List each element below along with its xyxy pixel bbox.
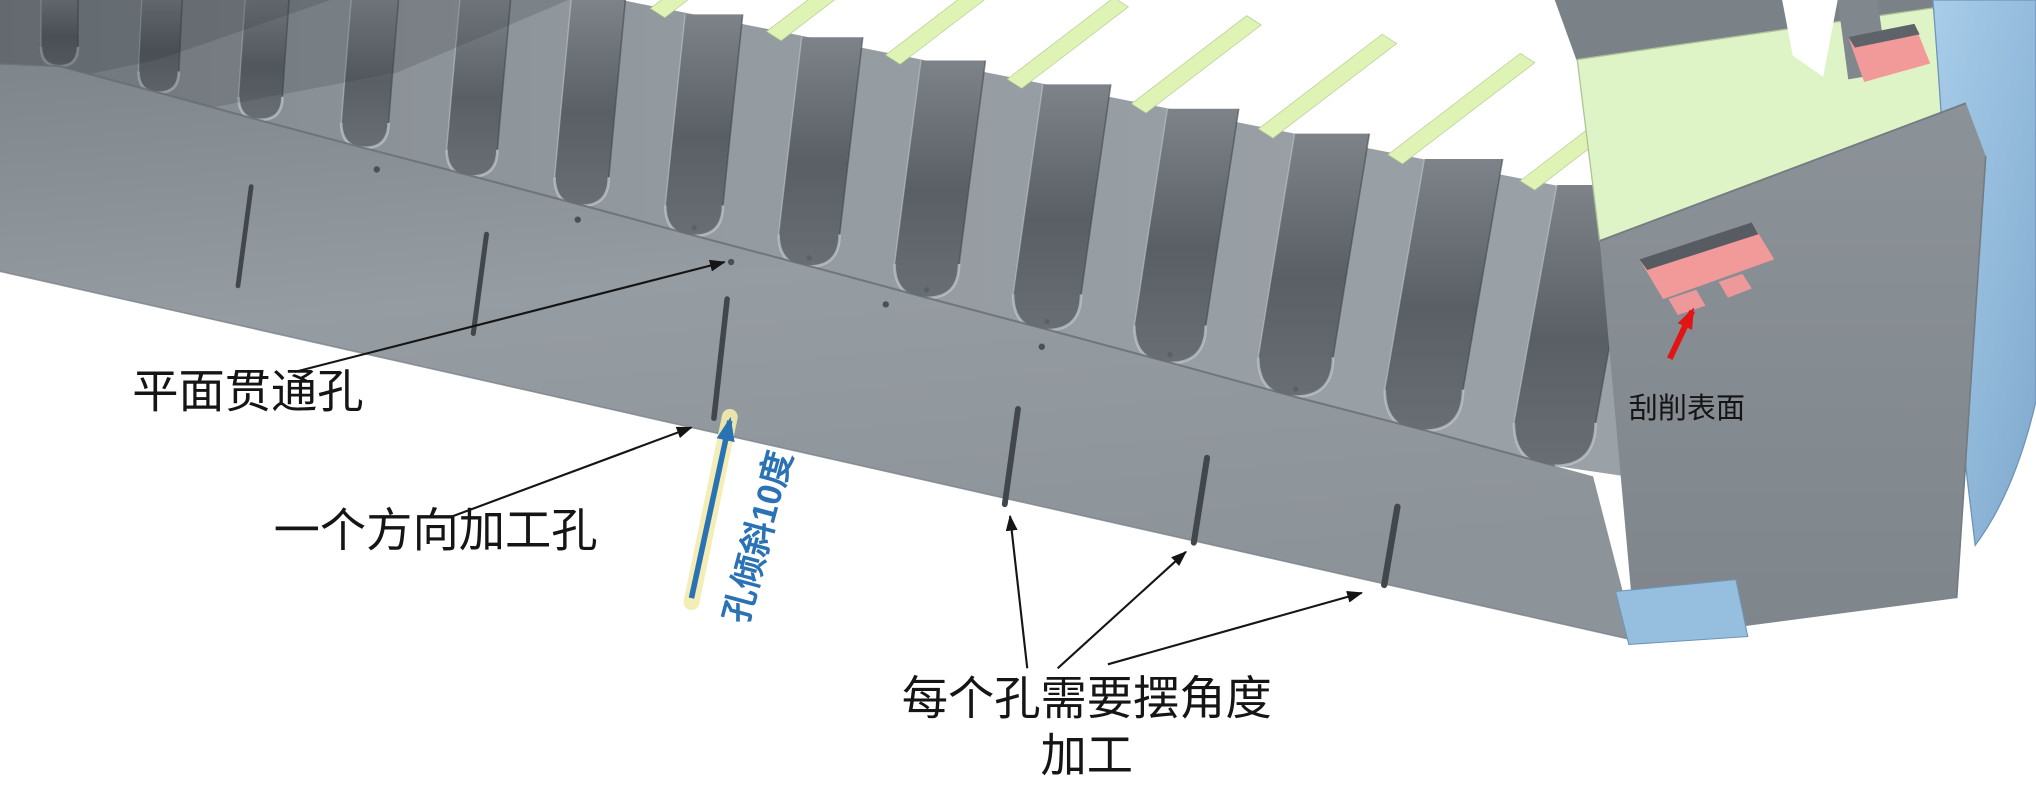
groove-right-shadow [1204,108,1240,326]
scraped-surface-patch [1639,222,1775,300]
face-hole-dot [882,301,889,308]
scraped-surface-cap [1639,222,1759,270]
leader-swing-3 [1107,591,1364,666]
bottom-blue-patch [1614,579,1749,646]
groove-hole-dot [691,224,697,231]
groove-left-highlight [340,0,352,123]
groove-left-highlight [777,37,803,235]
floor-near-edge [1599,102,1967,242]
cad-model [0,0,2036,646]
floor-notch-gap [1782,0,1838,77]
label-swing-angle-line2: 加工 [1040,729,1133,781]
front-face [0,63,1636,641]
groove-left-highlight [1257,133,1296,358]
groove-channel [341,0,399,148]
fin-top-green [766,0,835,42]
wall-right-edge [1955,156,1987,599]
groove-channel [138,0,183,93]
fin-top-green [1130,15,1262,114]
groove-hole-dot [924,287,930,293]
groove-right-shadow [838,37,864,235]
through-hole-slot [235,184,254,289]
hole-marks [373,166,1299,392]
through-hole-slot [1381,503,1401,589]
groove-left-highlight [1133,108,1169,326]
groove-channel [446,0,511,177]
groove-left-highlight [893,60,922,265]
through-hole-slot [470,231,490,336]
leader-swing-1 [1005,514,1029,669]
groove-right-shadow [1080,84,1112,295]
groove-left-highlight [664,14,686,206]
notch-pink-cap [1848,23,1920,48]
fin-top-green [885,0,985,65]
groove-channel [40,0,79,67]
groove-channel [1134,108,1239,363]
fin-grooves [39,0,1640,468]
face-hole-dot [1038,343,1045,350]
groove-right-shadow [178,0,183,72]
groove-right-shadow [608,0,627,178]
through-hole-slot [1190,454,1211,546]
shadow-overlay-topleft2 [0,0,331,93]
scraped-surface-nub1 [1668,289,1706,315]
groove-right-shadow [281,0,290,97]
through-hole-slot [711,296,730,421]
groove-channel [554,0,626,206]
right-front-wall [1599,103,1986,641]
label-planar-hole: 平面贯通孔 [132,366,363,418]
leader-swing-2 [1056,550,1187,670]
annotations: 平面贯通孔 一个方向加工孔 孔倾斜10度 每个孔需要摆角度 加工 刮削表面 [132,259,1745,782]
label-swing-angle-line1: 每个孔需要摆角度 [902,673,1272,725]
groove-left-highlight [553,0,572,178]
bottom-edge [0,270,1636,642]
scraped-surface-arrow [1667,307,1695,360]
groove-hole-dot [1167,352,1173,358]
groove-left-highlight [1384,158,1426,390]
groove-right-shadow [1332,133,1371,358]
through-hole-slot [1001,405,1021,508]
face-hole-dot [373,166,380,173]
groove-channel [1258,133,1370,397]
groove-left-highlight [237,0,246,97]
groove-left-highlight [1012,84,1044,295]
fin-top-green [1257,33,1398,139]
groove-left-highlight [137,0,143,72]
groove-right-shadow [1462,158,1504,390]
groove-right-shadow [387,0,400,123]
groove-channel [1013,84,1111,331]
scraped-surface-nub2 [1718,273,1752,298]
groove-left-highlight [445,0,461,150]
face-hole-dot [574,216,581,223]
tilt-arrow [688,416,735,599]
groove-channel [665,14,743,236]
groove-channel [238,0,290,120]
fin-base-crease [0,62,1556,467]
through-hole-slots [235,184,1401,589]
label-hole-tilt: 孔倾斜10度 [718,447,800,627]
groove-hole-dot [1044,318,1050,325]
groove-right-shadow [496,0,512,150]
groove-hole-dot [806,255,812,261]
groove-hole-dot [1292,386,1299,392]
fin-top-green [649,0,689,19]
fin-top-green [1387,53,1536,165]
groove-right-shadow [958,60,987,265]
groove-left-highlight [1513,184,1558,423]
groove-right-shadow [722,14,744,206]
leader-planar-hole [294,259,726,373]
face-hole-dot [727,258,735,266]
label-scraped-surface: 刮削表面 [1629,392,1745,425]
fin-top-green [1006,0,1129,89]
leader-one-direction-hole [449,426,693,519]
groove-channel [894,60,986,298]
groove-channel [1384,159,1503,431]
groove-channel [778,37,863,267]
label-one-direction-hole: 一个方向加工孔 [274,505,598,557]
